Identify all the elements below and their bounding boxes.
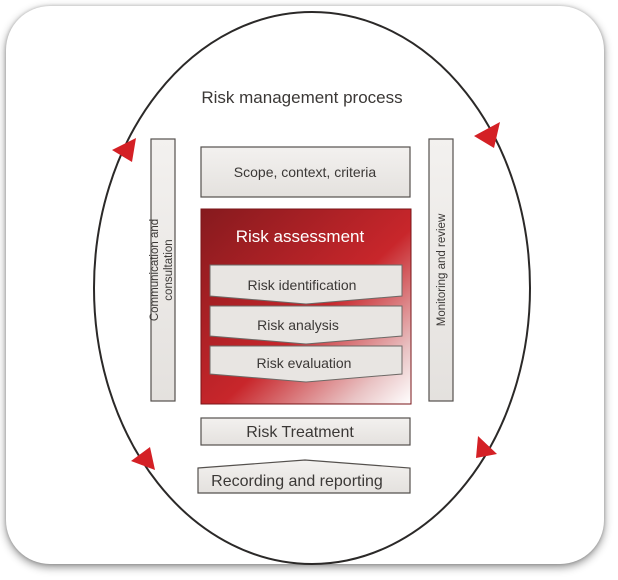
risk-analysis-step: [209, 305, 403, 345]
communication-box: [150, 138, 176, 402]
process-cycle-ellipse: [93, 11, 531, 565]
risk-evaluation-label: Risk evaluation: [257, 355, 352, 371]
cycle-arrow-bottom-right-icon: [476, 436, 497, 458]
scope-label: Scope, context, criteria: [234, 164, 377, 180]
communication-label-line2: consultation: [163, 239, 175, 300]
risk-assessment-title: Risk assessment: [236, 227, 365, 246]
scope-box: [200, 146, 411, 198]
recording-reporting-label: Recording and reporting: [211, 473, 383, 490]
risk-evaluation-step: [209, 345, 403, 383]
risk-identification-label: Risk identification: [248, 277, 357, 293]
risk-treatment-box: [200, 417, 411, 446]
cycle-arrow-top-left-icon: [112, 138, 136, 162]
cycle-arrow-bottom-left-icon: [131, 447, 155, 470]
communication-label-line1: Communication and: [149, 219, 161, 321]
risk-identification-step: [209, 264, 403, 305]
diagram-title: Risk management process: [201, 88, 402, 107]
risk-treatment-label: Risk Treatment: [246, 424, 354, 441]
cycle-arrow-top-right-icon: [474, 122, 500, 148]
risk-analysis-label: Risk analysis: [257, 317, 339, 333]
recording-reporting-box: [197, 459, 411, 494]
monitoring-label: Monitoring and review: [436, 213, 448, 326]
monitoring-box: [428, 138, 454, 402]
